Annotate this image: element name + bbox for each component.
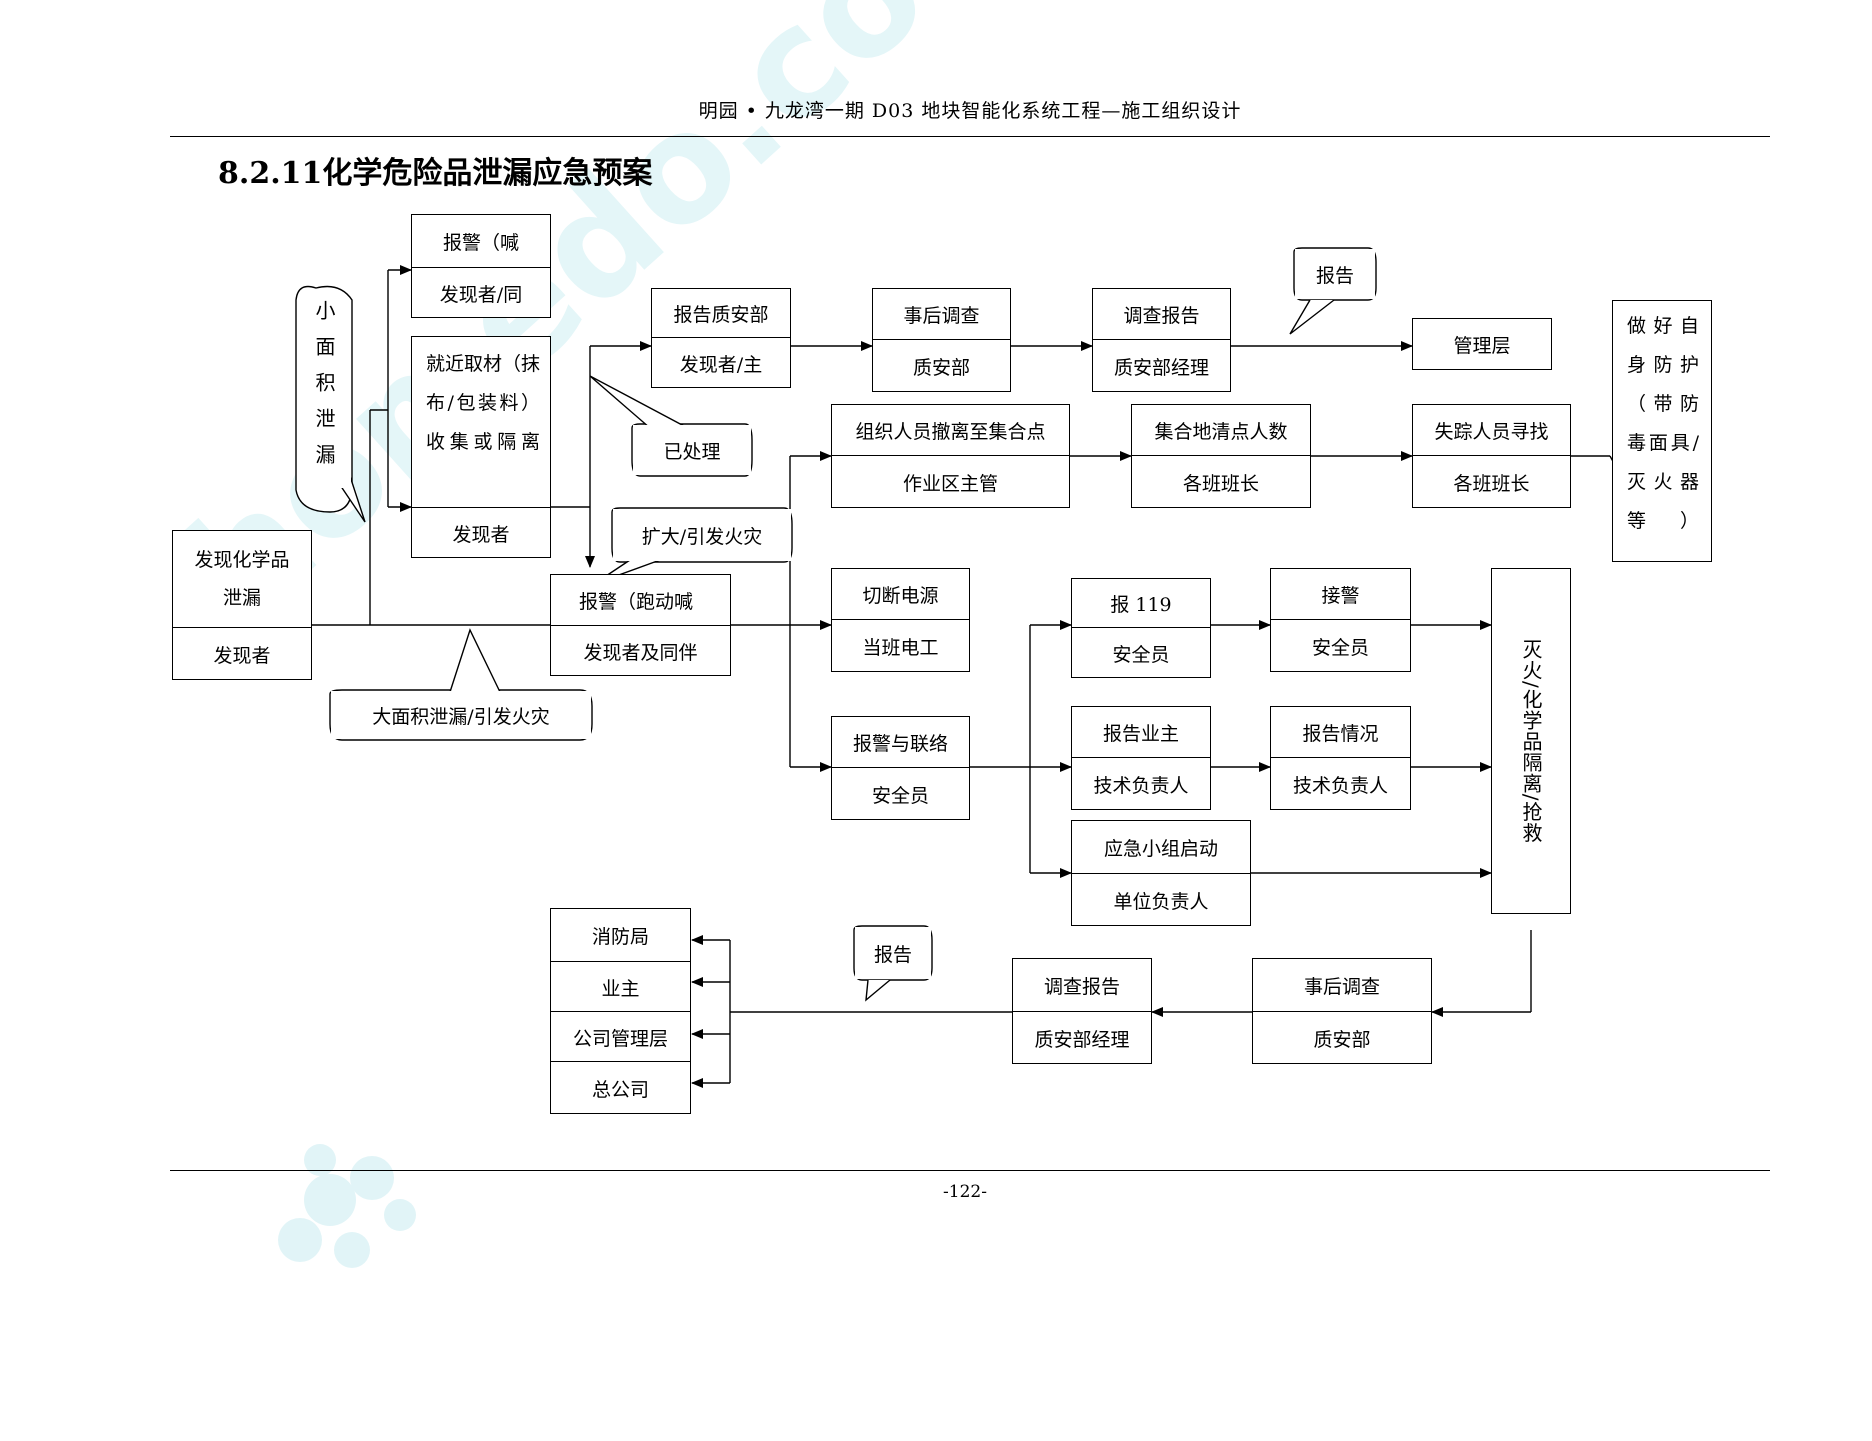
- node-alarm-liaison-title: 报警与联络: [852, 732, 948, 755]
- node-evacuate-title: 组织人员撤离至集合点: [855, 420, 1046, 443]
- callout-handled: 已处理: [663, 440, 721, 463]
- node-post-investigation-top-title: 事后调查: [903, 304, 980, 327]
- recipient-company-management: 公司管理层: [551, 1011, 690, 1062]
- header-rule: [170, 136, 1770, 137]
- node-emergency-team: 应急小组启动 单位负责人: [1071, 820, 1251, 926]
- node-investigation-report-bottom-role: 质安部经理: [1013, 1011, 1151, 1064]
- node-discover: 发现化学品泄漏 发现者: [172, 530, 312, 680]
- recipient-owner: 业主: [551, 961, 690, 1012]
- node-report-owner-role: 技术负责人: [1072, 757, 1210, 810]
- node-nearby-materials-title: 就近取材（抹布/包装料）收集或隔离: [426, 353, 541, 453]
- node-call-119-title: 报 119: [1110, 593, 1172, 616]
- section-title: 8.2.11化学危险品泄漏应急预案: [218, 156, 653, 191]
- node-alarm-shout-title: 报警（喊: [442, 231, 519, 254]
- node-investigation-report-top-title: 调查报告: [1123, 304, 1200, 327]
- node-management-title: 管理层: [1453, 334, 1511, 357]
- node-headcount-title: 集合地清点人数: [1154, 420, 1288, 443]
- node-report-qs-title: 报告质安部: [673, 303, 769, 326]
- node-alarm-shout: 报警（喊 发现者/同: [411, 214, 551, 318]
- node-alarm-run: 报警（跑动喊 发现者及同伴: [550, 574, 731, 676]
- page-number: -122-: [943, 1182, 987, 1202]
- node-report-status-role: 技术负责人: [1271, 757, 1410, 810]
- node-report-qs-role: 发现者/主: [652, 337, 790, 388]
- node-evacuate-role: 作业区主管: [832, 455, 1069, 508]
- node-power-off: 切断电源 当班电工: [831, 568, 970, 672]
- node-alarm-liaison-role: 安全员: [832, 767, 969, 820]
- node-report-qs: 报告质安部 发现者/主: [651, 288, 791, 388]
- node-search-missing-title: 失踪人员寻找: [1434, 420, 1549, 443]
- node-call-119: 报 119 安全员: [1071, 578, 1211, 678]
- node-post-investigation-top: 事后调查 质安部: [872, 288, 1011, 392]
- node-evacuate: 组织人员撤离至集合点 作业区主管: [831, 404, 1070, 508]
- callout-small-leak: 小面积泄漏: [296, 300, 352, 480]
- node-investigation-report-top: 调查报告 质安部经理: [1092, 288, 1231, 392]
- node-post-investigation-bottom-role: 质安部: [1253, 1011, 1431, 1064]
- recipient-head-office: 总公司: [551, 1061, 690, 1114]
- node-search-missing: 失踪人员寻找 各班班长: [1412, 404, 1571, 508]
- node-alarm-liaison: 报警与联络 安全员: [831, 716, 970, 820]
- node-report-owner-title: 报告业主: [1102, 722, 1179, 745]
- node-alarm-shout-role: 发现者/同: [412, 267, 550, 318]
- document-page: homedo.com 河姆渡 明园 • 九龙湾一期 D03 地块智能化系统工程—…: [153, 0, 1770, 1268]
- callout-large-leak: 大面积泄漏/引发火灾: [372, 705, 550, 728]
- node-report-status-title: 报告情况: [1302, 722, 1379, 745]
- node-discover-role: 发现者: [173, 627, 311, 680]
- node-rescue-title-wrap: 灭火/化学品隔离/抢救: [1492, 639, 1570, 843]
- node-investigation-report-bottom-title: 调查报告: [1043, 975, 1120, 998]
- node-headcount-role: 各班班长: [1132, 455, 1310, 508]
- node-emergency-team-title: 应急小组启动: [1103, 837, 1218, 860]
- node-investigation-report-bottom: 调查报告 质安部经理: [1012, 958, 1152, 1064]
- node-call-119-role: 安全员: [1072, 627, 1210, 678]
- node-receive-alarm-title: 接警: [1321, 584, 1360, 607]
- node-self-protection-title: 做好自身防护（带防毒面具/灭火器等）: [1627, 315, 1699, 532]
- node-nearby-materials-role: 发现者: [412, 507, 550, 558]
- document-header: 明园 • 九龙湾一期 D03 地块智能化系统工程—施工组织设计: [698, 100, 1242, 122]
- node-power-off-role: 当班电工: [832, 619, 969, 672]
- node-search-missing-role: 各班班长: [1413, 455, 1570, 508]
- node-power-off-title: 切断电源: [862, 584, 939, 607]
- node-rescue: 灭火/化学品隔离/抢救: [1491, 568, 1571, 914]
- node-receive-alarm: 接警 安全员: [1270, 568, 1411, 672]
- callout-report-top: 报告: [1315, 264, 1354, 287]
- node-nearby-materials: 就近取材（抹布/包装料）收集或隔离 发现者: [411, 336, 551, 558]
- recipient-fire-bureau: 消防局: [591, 925, 649, 948]
- node-emergency-team-role: 单位负责人: [1072, 873, 1250, 926]
- callout-report-bottom: 报告: [873, 943, 912, 966]
- node-management: 管理层: [1412, 318, 1552, 370]
- node-report-owner: 报告业主 技术负责人: [1071, 706, 1211, 810]
- flow-connectors: [295, 247, 1641, 1088]
- callout-small-leak-text: 小面积泄漏: [312, 300, 336, 480]
- node-post-investigation-bottom-title: 事后调查: [1303, 975, 1380, 998]
- node-discover-title: 发现化学品泄漏: [194, 549, 290, 609]
- node-post-investigation-bottom: 事后调查 质安部: [1252, 958, 1432, 1064]
- callout-expand: 扩大/引发火灾: [641, 525, 763, 548]
- node-recipients: 消防局 业主 公司管理层 总公司: [550, 908, 691, 1114]
- node-alarm-run-title: 报警（跑动喊: [579, 590, 694, 613]
- node-headcount: 集合地清点人数 各班班长: [1131, 404, 1311, 508]
- footer-rule: [170, 1170, 1770, 1171]
- node-investigation-report-top-role: 质安部经理: [1093, 339, 1230, 392]
- node-self-protection: 做好自身防护（带防毒面具/灭火器等）: [1612, 300, 1712, 562]
- node-rescue-title: 灭火/化学品隔离/抢救: [1519, 639, 1543, 844]
- node-alarm-run-role: 发现者及同伴: [551, 625, 730, 676]
- node-report-status: 报告情况 技术负责人: [1270, 706, 1411, 810]
- node-post-investigation-top-role: 质安部: [873, 339, 1010, 392]
- node-receive-alarm-role: 安全员: [1271, 619, 1410, 672]
